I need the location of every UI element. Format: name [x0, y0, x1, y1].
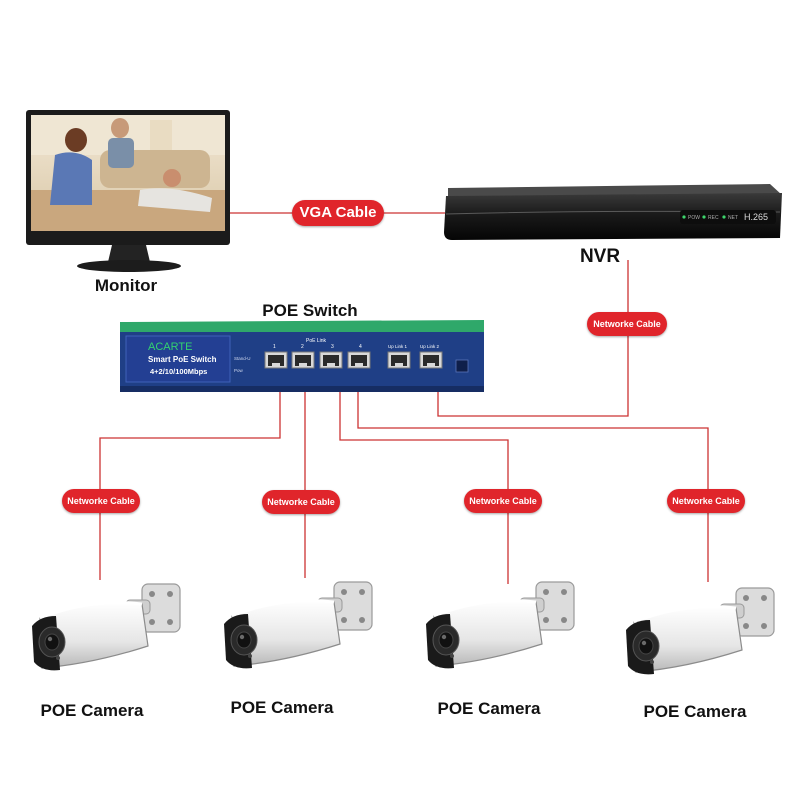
switch-port-number-1: 1	[273, 344, 276, 350]
nvr-icon: POW REC NET H.265	[444, 184, 782, 240]
camera-2-label: POE Camera	[231, 698, 335, 717]
cables	[99, 212, 709, 584]
nvr-network-cable-pill: Networke Cable	[587, 312, 667, 336]
switch-port-1	[264, 351, 288, 369]
nvr-indicator-rec: REC	[708, 215, 719, 221]
poe-switch-icon: ACARTE Smart PoE Switch 4+2/10/100Mbps S…	[120, 320, 484, 392]
switch-brand: ACARTE	[148, 341, 192, 353]
camera-3-label: POE Camera	[438, 699, 542, 718]
switch-status-2: Pow	[234, 368, 244, 373]
nvr-indicator-net: NET	[728, 215, 738, 221]
switch-poe-link-label: PoE Link	[306, 338, 327, 344]
poe-switch-label: POE Switch	[262, 301, 357, 320]
switch-port-2	[291, 351, 315, 369]
switch-uplink-2-label: Up Link 2	[420, 344, 440, 349]
switch-port-number-4: 4	[359, 344, 362, 350]
switch-spec: 4+2/10/100Mbps	[150, 367, 207, 376]
nvr-codec-label: H.265	[744, 212, 768, 222]
switch-uplink-port-2	[419, 351, 443, 369]
camera-1-label: POE Camera	[41, 701, 145, 720]
switch-status-1: Stand-U	[234, 356, 251, 361]
camera-3-network-cable-pill: Networke Cable	[464, 489, 542, 513]
switch-port-number-2: 2	[301, 344, 304, 350]
camera-3-cable-line	[339, 392, 509, 584]
camera-2-icon	[222, 580, 374, 670]
monitor-label: Monitor	[95, 276, 158, 295]
nvr-label: NVR	[580, 246, 620, 267]
switch-port-number-3: 3	[331, 344, 334, 350]
camera-4-icon	[624, 586, 776, 676]
monitor-icon	[26, 110, 230, 272]
camera-4-network-cable-pill: Networke Cable	[667, 489, 745, 513]
switch-uplink-1-label: Up Link 1	[388, 344, 408, 349]
camera-4-label: POE Camera	[644, 702, 748, 721]
camera-3-icon	[424, 580, 576, 670]
switch-model: Smart PoE Switch	[148, 355, 217, 364]
switch-port-4	[347, 351, 371, 369]
switch-port-3	[319, 351, 343, 369]
camera-1-network-cable-pill: Networke Cable	[62, 489, 140, 513]
nvr-cable-line	[437, 260, 629, 417]
camera-2-network-cable-pill: Networke Cable	[262, 490, 340, 514]
vga-cable-pill: VGA Cable	[292, 200, 384, 226]
nvr-indicator-pow: POW	[688, 215, 700, 221]
camera-1-icon	[30, 582, 182, 672]
switch-uplink-port-1	[387, 351, 411, 369]
camera-4-cable-line	[357, 392, 709, 582]
camera-1-cable-line	[99, 392, 281, 580]
